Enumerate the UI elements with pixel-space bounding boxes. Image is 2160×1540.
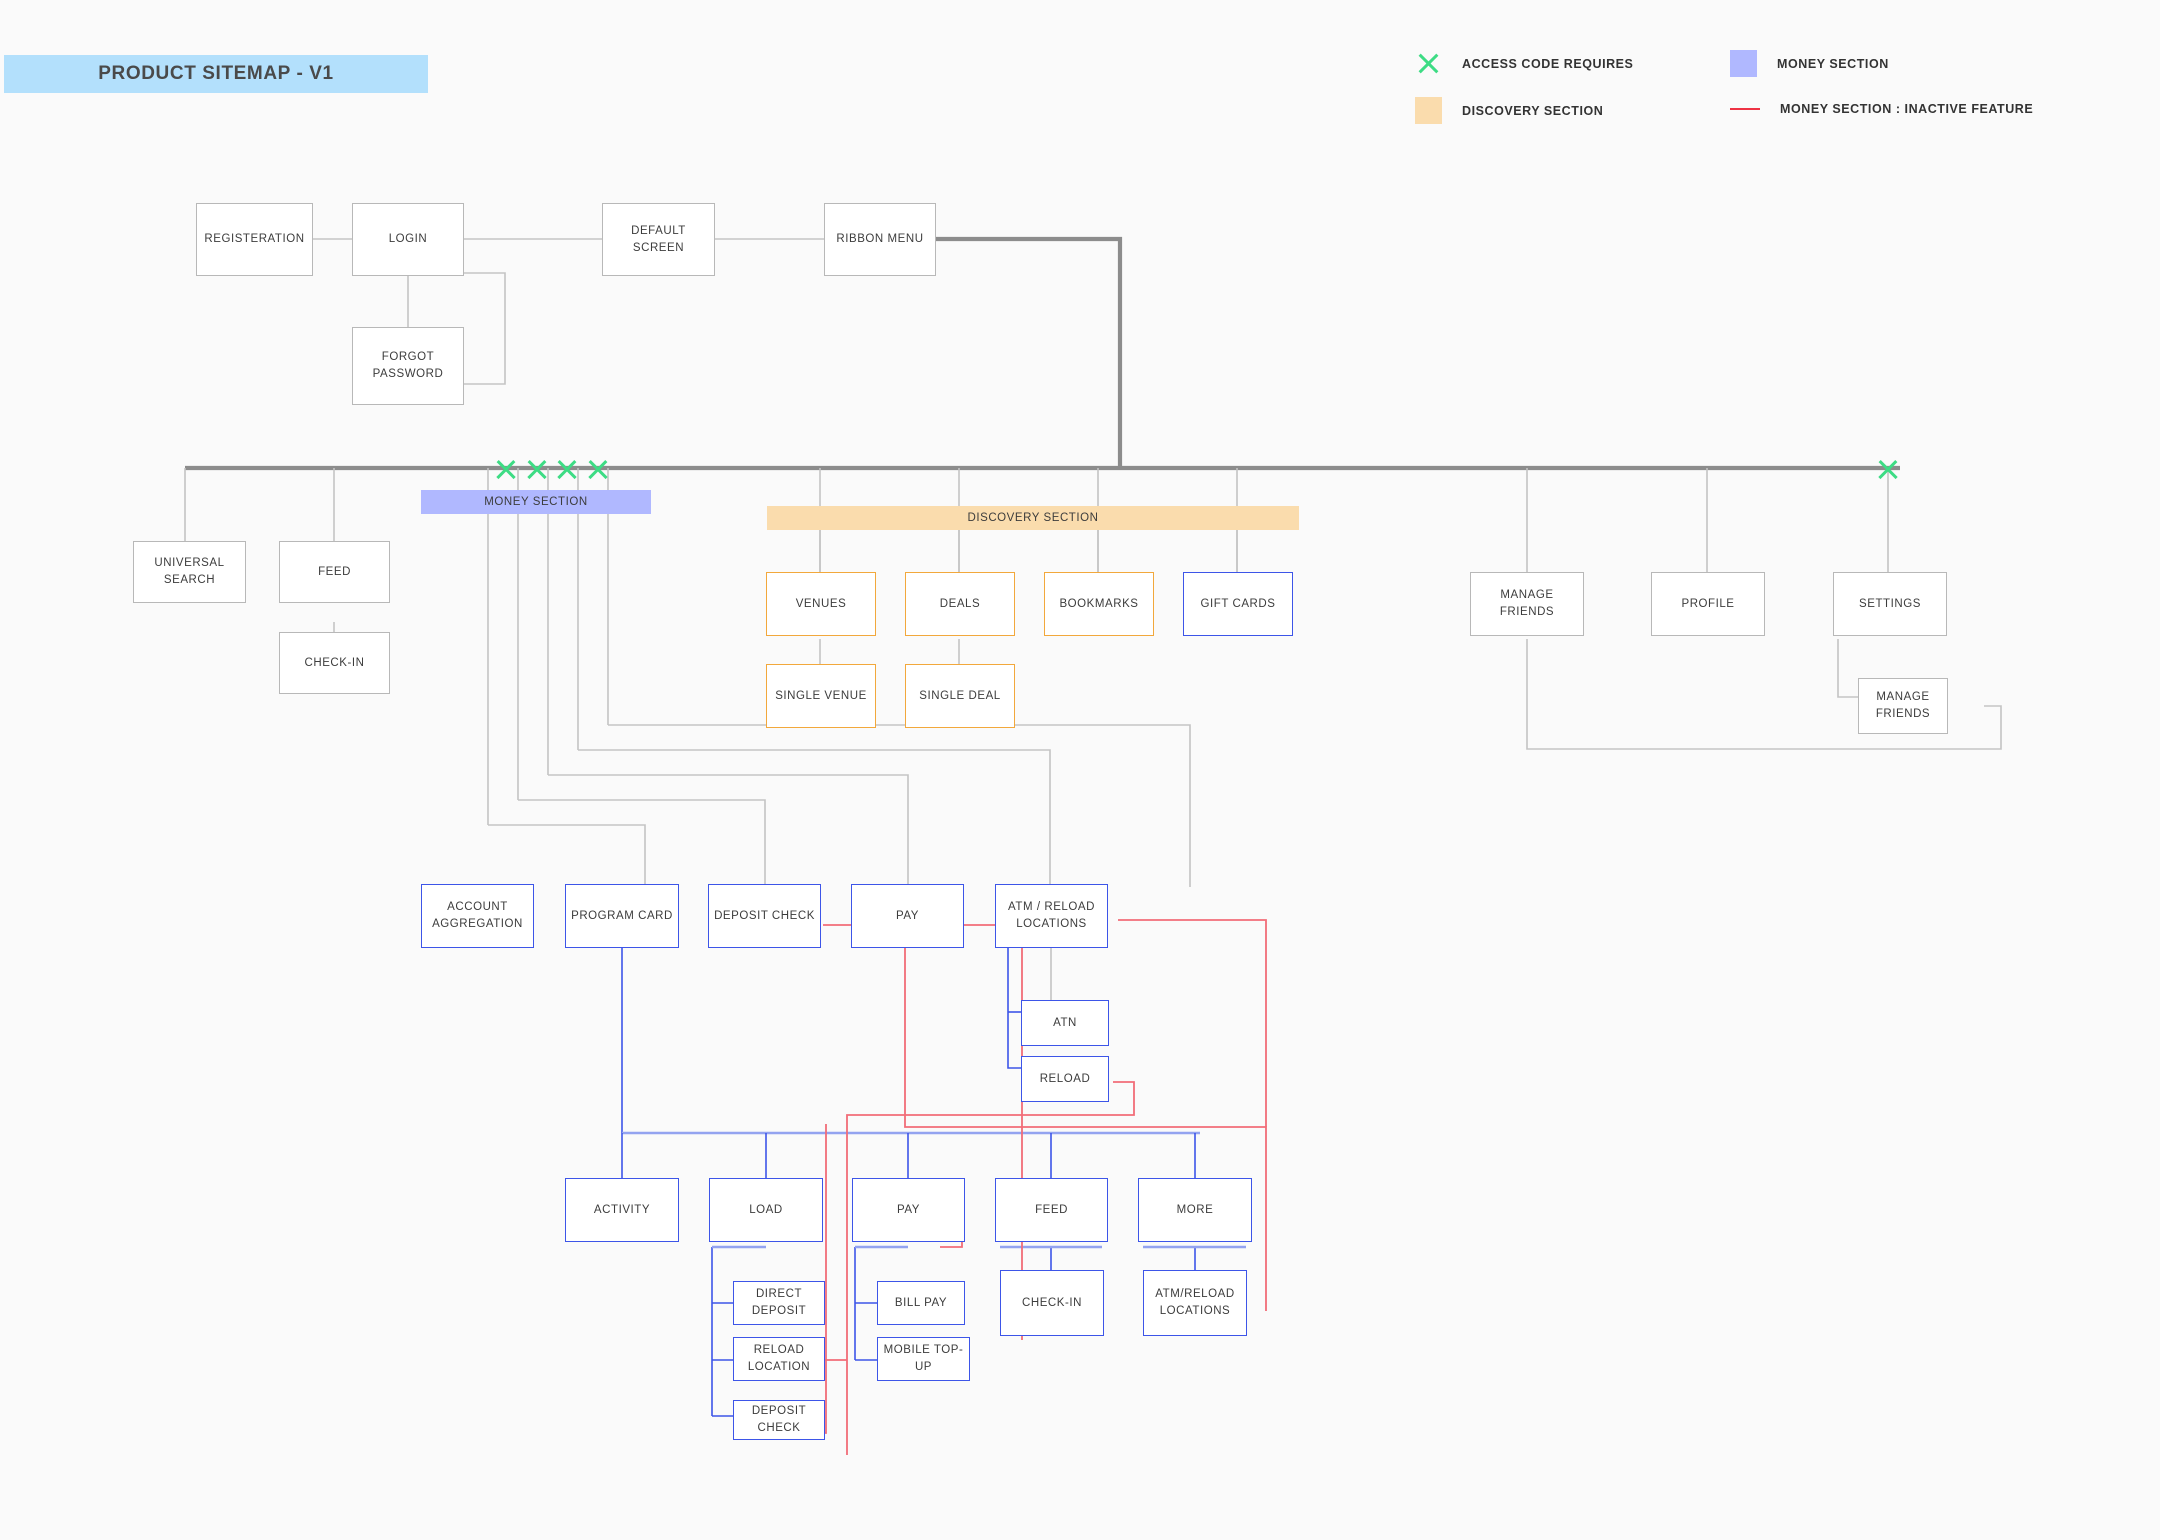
access-code-marker-3 bbox=[555, 458, 579, 482]
page-title-text: PRODUCT SITEMAP - V1 bbox=[98, 63, 334, 84]
node-reload-location[interactable]: RELOAD LOCATION bbox=[733, 1337, 825, 1381]
node-check-in-bottom[interactable]: CHECK-IN bbox=[1000, 1270, 1104, 1336]
node-bill-pay[interactable]: BILL PAY bbox=[877, 1281, 965, 1325]
node-universal-search-label: UNIVERSAL SEARCH bbox=[154, 557, 225, 586]
legend-label-inactive: MONEY SECTION : INACTIVE FEATURE bbox=[1780, 102, 2034, 116]
node-feed-bottom[interactable]: FEED bbox=[995, 1178, 1108, 1242]
node-mobile-top-up[interactable]: MOBILE TOP-UP bbox=[877, 1337, 970, 1381]
band-discovery-label: DISCOVERY SECTION bbox=[967, 512, 1099, 524]
node-more-label: MORE bbox=[1176, 1203, 1214, 1216]
node-load[interactable]: LOAD bbox=[709, 1178, 823, 1242]
band-money-section: MONEY SECTION bbox=[421, 490, 651, 514]
legend: ACCESS CODE REQUIRES DISCOVERY SECTION M… bbox=[1415, 50, 2115, 145]
node-deals[interactable]: DEALS bbox=[905, 572, 1015, 636]
band-discovery-section: DISCOVERY SECTION bbox=[767, 506, 1299, 530]
legend-label-discovery: DISCOVERY SECTION bbox=[1462, 103, 1604, 118]
node-direct-deposit-label: DIRECT DEPOSIT bbox=[751, 1288, 807, 1317]
access-code-marker-4 bbox=[586, 458, 610, 482]
node-atm-reload-locations-bottom[interactable]: ATM/RELOAD LOCATIONS bbox=[1143, 1270, 1247, 1336]
node-check-in-bottom-label: CHECK-IN bbox=[1022, 1296, 1082, 1309]
discovery-swatch-icon bbox=[1415, 97, 1442, 124]
x-mark-icon bbox=[1415, 50, 1442, 77]
node-more[interactable]: MORE bbox=[1138, 1178, 1252, 1242]
node-atn-label: ATN bbox=[1053, 1016, 1077, 1029]
access-code-marker-1 bbox=[494, 458, 518, 482]
node-single-deal-label: SINGLE DEAL bbox=[919, 689, 1001, 702]
legend-item-inactive: MONEY SECTION : INACTIVE FEATURE bbox=[1730, 102, 2033, 116]
node-profile-label: PROFILE bbox=[1681, 597, 1735, 610]
node-settings-label: SETTINGS bbox=[1859, 597, 1921, 610]
node-reload[interactable]: RELOAD bbox=[1021, 1056, 1109, 1102]
node-reload-location-label: RELOAD LOCATION bbox=[747, 1344, 811, 1373]
node-ribbon-menu-label: RIBBON MENU bbox=[836, 233, 924, 246]
node-bookmarks-label: BOOKMARKS bbox=[1059, 597, 1139, 610]
node-pay-top[interactable]: PAY bbox=[851, 884, 964, 948]
node-feed-bottom-label: FEED bbox=[1035, 1203, 1068, 1216]
legend-item-money: MONEY SECTION bbox=[1730, 50, 1889, 77]
band-money-label: MONEY SECTION bbox=[484, 496, 588, 508]
page-title: PRODUCT SITEMAP - V1 bbox=[4, 55, 428, 93]
node-registration[interactable]: REGISTERATION bbox=[196, 203, 313, 276]
node-login[interactable]: LOGIN bbox=[352, 203, 464, 276]
node-account-aggregation-label: ACCOUNT AGGREGATION bbox=[432, 901, 523, 930]
node-deposit-check[interactable]: DEPOSIT CHECK bbox=[708, 884, 821, 948]
node-pay-bottom-label: PAY bbox=[897, 1203, 920, 1216]
node-deals-label: DEALS bbox=[939, 597, 981, 610]
node-universal-search[interactable]: UNIVERSAL SEARCH bbox=[133, 541, 246, 603]
node-manage-friends-sub[interactable]: MANAGE FRIENDS bbox=[1858, 678, 1948, 734]
node-manage-friends-label: MANAGE FRIENDS bbox=[1499, 589, 1555, 618]
node-settings[interactable]: SETTINGS bbox=[1833, 572, 1947, 636]
node-manage-friends[interactable]: MANAGE FRIENDS bbox=[1470, 572, 1584, 636]
access-code-marker-5 bbox=[1876, 458, 1900, 482]
inactive-line-icon bbox=[1730, 108, 1760, 110]
node-registration-label: REGISTERATION bbox=[204, 233, 305, 246]
node-reload-label: RELOAD bbox=[1039, 1072, 1091, 1085]
node-feed[interactable]: FEED bbox=[279, 541, 390, 603]
node-atn[interactable]: ATN bbox=[1021, 1000, 1109, 1046]
access-code-marker-2 bbox=[525, 458, 549, 482]
node-deposit-check-bottom[interactable]: DEPOSIT CHECK bbox=[733, 1400, 825, 1440]
node-forgot-password-label: FORGOT PASSWORD bbox=[372, 351, 444, 380]
node-forgot-password[interactable]: FORGOT PASSWORD bbox=[352, 327, 464, 405]
node-atm-reload-locations[interactable]: ATM / RELOAD LOCATIONS bbox=[995, 884, 1108, 948]
node-bill-pay-label: BILL PAY bbox=[894, 1296, 948, 1309]
node-program-card-label: PROGRAM CARD bbox=[571, 909, 673, 922]
node-single-deal[interactable]: SINGLE DEAL bbox=[905, 664, 1015, 728]
legend-item-access-code: ACCESS CODE REQUIRES bbox=[1415, 50, 1633, 77]
node-activity[interactable]: ACTIVITY bbox=[565, 1178, 679, 1242]
legend-label-money: MONEY SECTION bbox=[1777, 56, 1889, 71]
node-activity-label: ACTIVITY bbox=[593, 1203, 651, 1216]
node-default-screen[interactable]: DEFAULT SCREEN bbox=[602, 203, 715, 276]
money-swatch-icon bbox=[1730, 50, 1757, 77]
node-pay-top-label: PAY bbox=[896, 909, 919, 922]
node-gift-cards[interactable]: GIFT CARDS bbox=[1183, 572, 1293, 636]
node-ribbon-menu[interactable]: RIBBON MENU bbox=[824, 203, 936, 276]
node-atm-reload-locations-bottom-label: ATM/RELOAD LOCATIONS bbox=[1155, 1288, 1235, 1317]
node-atm-reload-locations-label: ATM / RELOAD LOCATIONS bbox=[1008, 901, 1095, 930]
node-venues-label: VENUES bbox=[795, 597, 847, 610]
node-deposit-check-label: DEPOSIT CHECK bbox=[714, 909, 815, 922]
node-single-venue-label: SINGLE VENUE bbox=[775, 689, 867, 702]
node-profile[interactable]: PROFILE bbox=[1651, 572, 1765, 636]
node-default-screen-label: DEFAULT SCREEN bbox=[631, 224, 686, 254]
node-venues[interactable]: VENUES bbox=[766, 572, 876, 636]
node-check-in-label: CHECK-IN bbox=[304, 656, 365, 669]
node-direct-deposit[interactable]: DIRECT DEPOSIT bbox=[733, 1281, 825, 1325]
node-account-aggregation[interactable]: ACCOUNT AGGREGATION bbox=[421, 884, 534, 948]
node-program-card[interactable]: PROGRAM CARD bbox=[565, 884, 679, 948]
node-pay-bottom[interactable]: PAY bbox=[852, 1178, 965, 1242]
node-bookmarks[interactable]: BOOKMARKS bbox=[1044, 572, 1154, 636]
node-login-label: LOGIN bbox=[388, 233, 428, 246]
node-load-label: LOAD bbox=[749, 1203, 783, 1216]
node-mobile-top-up-label: MOBILE TOP-UP bbox=[883, 1344, 964, 1373]
node-single-venue[interactable]: SINGLE VENUE bbox=[766, 664, 876, 728]
node-feed-label: FEED bbox=[318, 565, 351, 578]
node-gift-cards-label: GIFT CARDS bbox=[1200, 597, 1276, 610]
legend-item-discovery: DISCOVERY SECTION bbox=[1415, 97, 1603, 124]
legend-label-access-code: ACCESS CODE REQUIRES bbox=[1462, 56, 1634, 71]
node-check-in[interactable]: CHECK-IN bbox=[279, 632, 390, 694]
node-manage-friends-sub-label: MANAGE FRIENDS bbox=[1875, 691, 1931, 720]
node-deposit-check-bottom-label: DEPOSIT CHECK bbox=[751, 1405, 807, 1434]
